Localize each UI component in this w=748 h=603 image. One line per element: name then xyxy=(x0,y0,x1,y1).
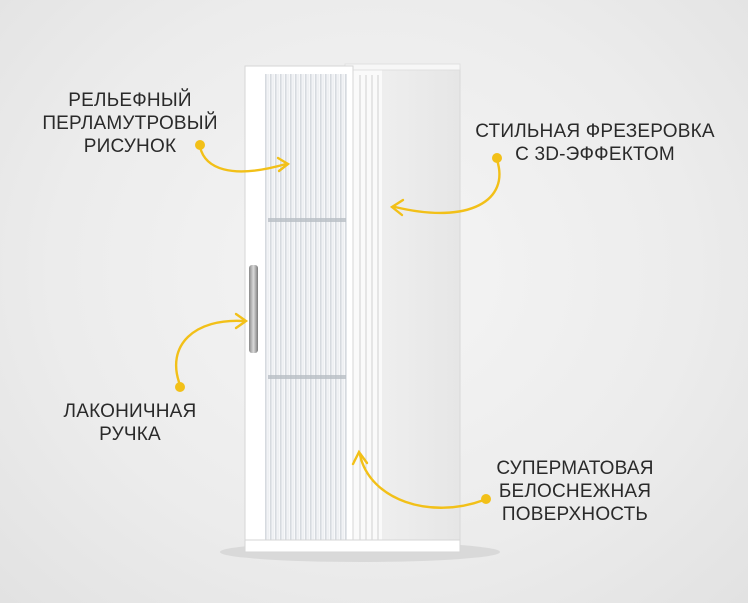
callout-milling: СТИЛЬНАЯ ФРЕЗЕРОВКА С 3D-ЭФФЕКТОМ xyxy=(470,120,720,166)
callout-line: ПЕРЛАМУТРОВЫЙ xyxy=(42,113,218,134)
callout-handle: ЛАКОНИЧНАЯ РУЧКА xyxy=(40,400,220,446)
cabinet xyxy=(244,63,461,553)
callout-line: СУПЕРМАТОВАЯ xyxy=(496,458,654,479)
callout-line: С 3D-ЭФФЕКТОМ xyxy=(515,144,675,165)
callout-dots xyxy=(175,140,502,504)
callout-line: РУЧКА xyxy=(99,424,161,445)
milling-grooves xyxy=(359,75,379,545)
cabinet-front-strip xyxy=(352,70,382,548)
callout-arrows xyxy=(174,145,501,509)
arrow-handle xyxy=(174,319,246,387)
callout-line: СТИЛЬНАЯ ФРЕЗЕРОВКА xyxy=(475,121,715,142)
callout-line: РИСУНОК xyxy=(83,136,177,157)
dot-milling xyxy=(492,153,502,163)
arrowhead-surface xyxy=(351,449,369,466)
glass-inner-shade xyxy=(265,74,347,544)
door-handle xyxy=(249,265,258,353)
glass-shelves xyxy=(268,218,346,379)
callout-relief-pattern: РЕЛЬЕФНЫЙ ПЕРЛАМУТРОВЫЙ РИСУНОК xyxy=(20,89,240,158)
ribbed-glass xyxy=(265,74,347,544)
callout-line: БЕЛОСНЕЖНАЯ xyxy=(498,481,652,502)
dot-relief xyxy=(195,140,205,150)
arrowhead-handle xyxy=(234,312,249,330)
arrow-relief xyxy=(198,145,288,173)
arrow-milling xyxy=(393,158,501,215)
arrowhead-milling xyxy=(389,198,405,217)
callout-line: РЕЛЬЕФНЫЙ xyxy=(68,90,192,111)
callout-line: ЛАКОНИЧНАЯ xyxy=(63,401,197,422)
dot-surface xyxy=(481,494,491,504)
callout-line: ПОВЕРХНОСТЬ xyxy=(501,504,649,525)
cabinet-bottom xyxy=(244,539,461,553)
arrowhead-relief xyxy=(276,156,291,173)
arrow-surface xyxy=(358,453,486,509)
callout-surface: СУПЕРМАТОВАЯ БЕЛОСНЕЖНАЯ ПОВЕРХНОСТЬ xyxy=(470,457,680,526)
cabinet-top xyxy=(344,63,461,71)
dot-handle xyxy=(175,382,185,392)
